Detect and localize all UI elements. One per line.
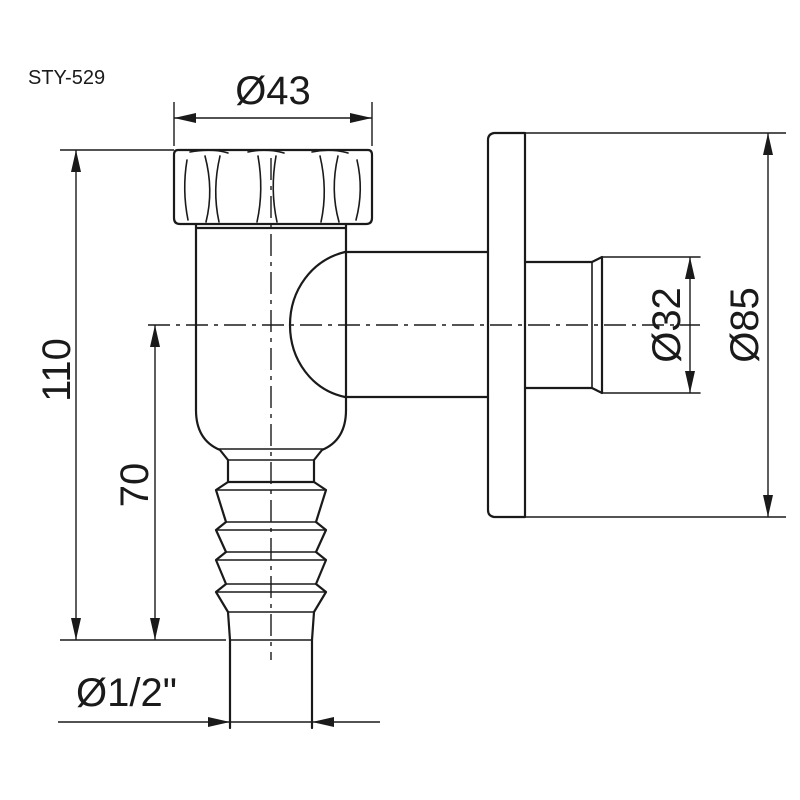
model-code: STY-529 [28, 67, 105, 89]
knurled-nut [172, 148, 374, 226]
svg-text:110: 110 [35, 338, 79, 402]
dim-nut-diameter: Ø43 [173, 69, 373, 146]
svg-text:70: 70 [113, 463, 157, 508]
dim-hose-connector: Ø1/2" [58, 671, 380, 727]
nut-knurling [183, 149, 362, 223]
valve-body [172, 131, 701, 730]
vertical-body-sides [194, 226, 348, 484]
dim-total-height: 110 [35, 149, 226, 641]
pipe-sleeve [523, 255, 604, 395]
dim-flange-diameter: Ø85 [525, 132, 786, 518]
svg-text:Ø1/2": Ø1/2" [76, 671, 177, 715]
dim-spout-height: 70 [113, 325, 160, 640]
svg-text:Ø43: Ø43 [235, 69, 311, 113]
svg-text:Ø32: Ø32 [645, 287, 689, 363]
dim-pipe-diameter: Ø32 [645, 257, 695, 393]
svg-text:Ø85: Ø85 [723, 287, 767, 363]
horizontal-pipe [343, 250, 490, 399]
